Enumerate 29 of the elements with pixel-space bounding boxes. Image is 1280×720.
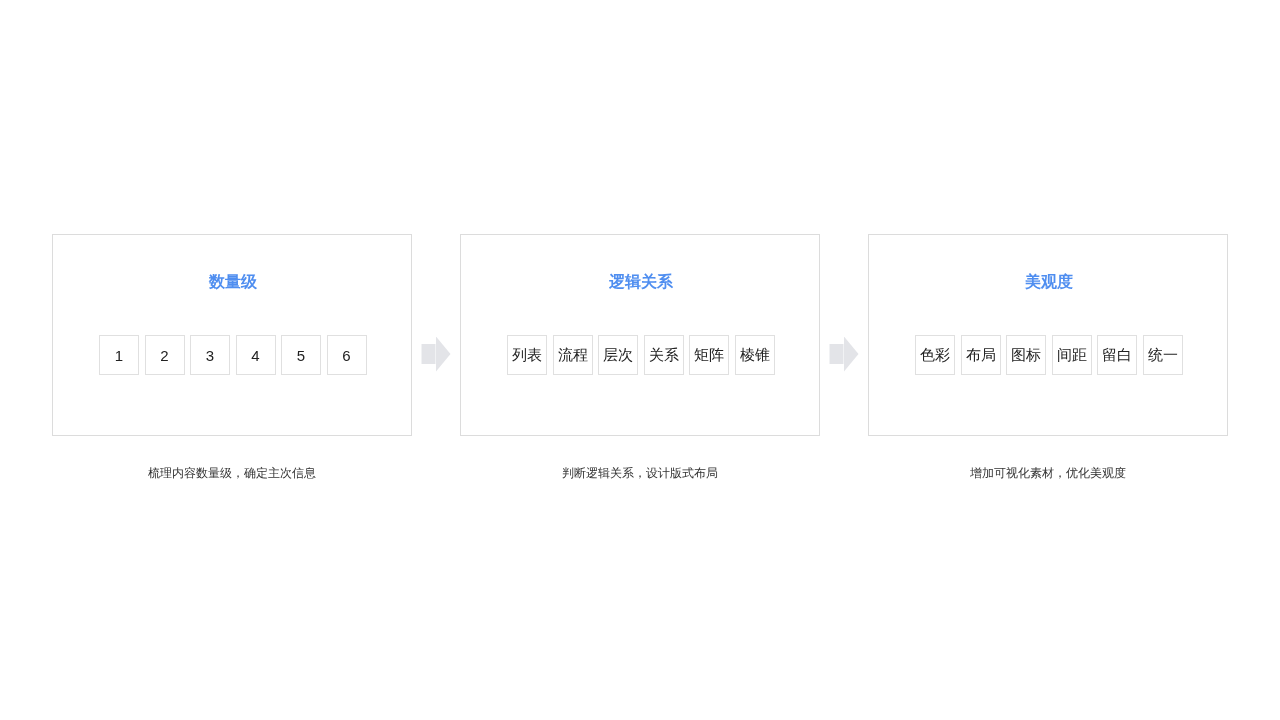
item-box: 层次 [598,335,638,375]
item-box: 间距 [1051,335,1092,375]
node-label: 判断逻辑关系，设计版式布局 [562,465,718,481]
item-box: 5 [281,335,321,375]
item-box: 3 [190,335,230,375]
node-label: 梳理内容数量级，确定主次信息 [148,465,316,481]
item-box: 4 [235,335,276,375]
heading: 数量级 [209,272,257,292]
node-label: 增加可视化素材，优化美观度 [970,465,1126,481]
item-box: 流程 [552,335,593,375]
item-box: 矩阵 [689,335,729,375]
item-box: 1 [99,335,139,375]
panel [460,234,820,436]
item-box: 色彩 [915,335,955,375]
item-box: 2 [144,335,185,375]
heading: 美观度 [1025,272,1073,292]
arrow [829,336,859,372]
panel [52,234,412,436]
item-box: 关系 [643,335,684,375]
arrow [421,336,451,372]
item-box: 留白 [1097,335,1137,375]
item-box: 图标 [1006,335,1046,375]
item-box: 布局 [960,335,1001,375]
panel [868,234,1228,436]
heading: 逻辑关系 [609,272,673,292]
item-box: 统一 [1142,335,1183,375]
item-box: 棱锥 [734,335,775,375]
item-box: 列表 [507,335,547,375]
item-box: 6 [326,335,367,375]
